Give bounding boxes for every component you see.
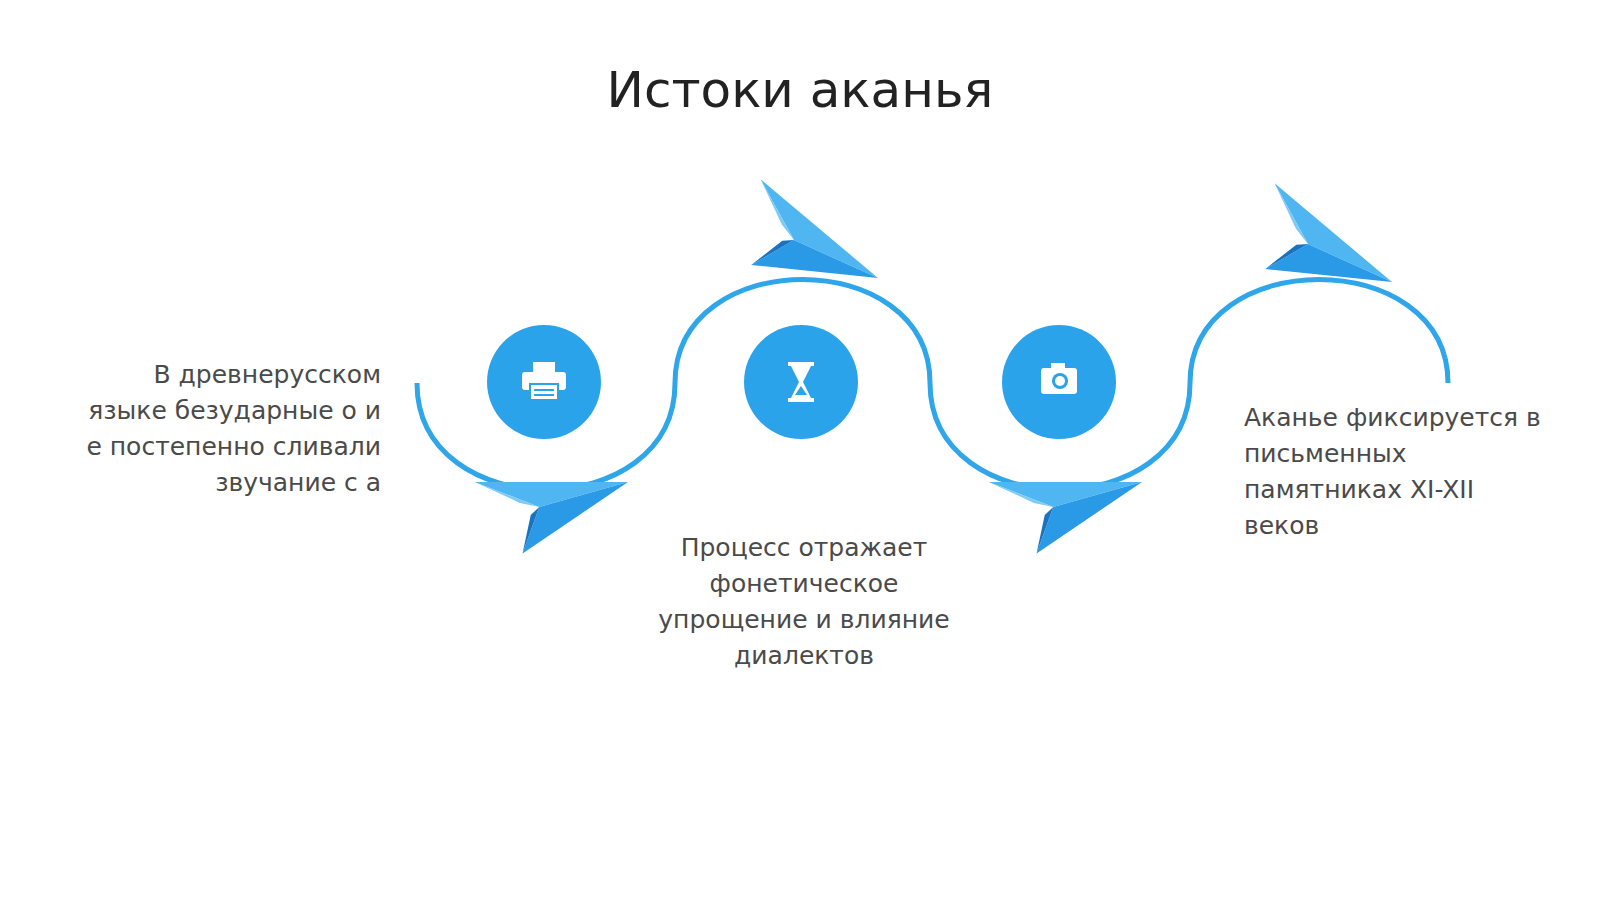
icon-circle [1002,325,1116,439]
paper-plane [989,451,1152,560]
paper-plane [475,451,638,560]
slide-title: Истоки аканья [0,60,1600,120]
printer-icon [522,362,566,400]
paper-plane [1237,183,1407,324]
icon-circle [744,325,858,439]
paper-plane [723,179,893,320]
step-text: В древнерусском языке безударные о и е п… [80,357,381,501]
camera-icon [1041,363,1077,394]
step-text: Процесс отражает фонетическое упрощение … [634,530,974,674]
icon-circle [487,325,601,439]
hourglass-icon [788,362,814,402]
step-text: Аканье фиксируется в письменных памятник… [1244,400,1554,544]
